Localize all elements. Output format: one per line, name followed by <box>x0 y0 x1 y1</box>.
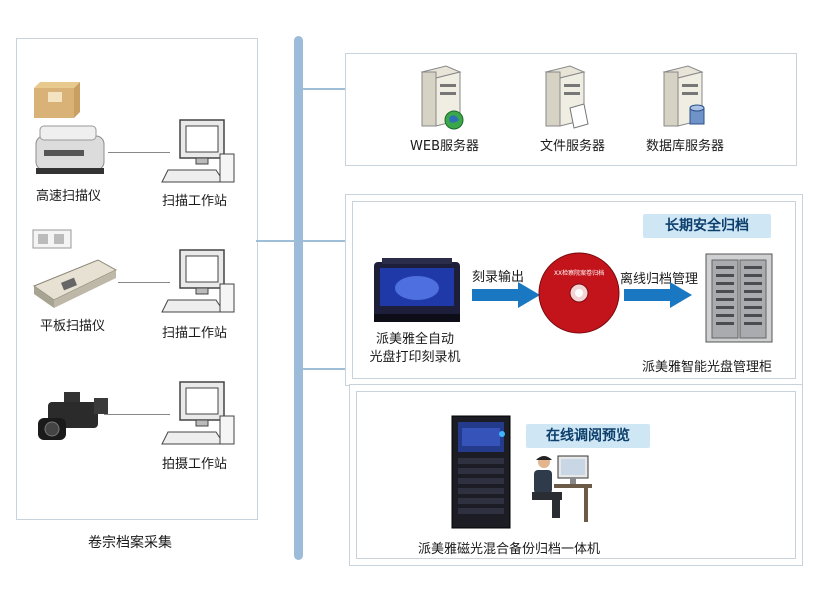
connector-line <box>104 414 170 415</box>
bus-link-capture <box>256 240 296 242</box>
archive-box-icon <box>34 82 80 118</box>
burner-label-line1: 派美雅全自动 <box>375 332 454 347</box>
backup-machine-label: 派美雅磁光混合备份归档一体机 <box>418 542 601 557</box>
workstation-icon <box>161 249 235 313</box>
film-strip-icon <box>32 229 72 249</box>
archive-disc-icon <box>538 252 620 334</box>
file-server-label: 文件服务器 <box>540 139 606 154</box>
web-server-icon <box>420 65 464 130</box>
online-preview-tag: 在线调阅预览 <box>526 424 650 448</box>
high-speed-scanner-icon <box>35 125 105 174</box>
long-term-archive-tag: 长期安全归档 <box>643 214 771 238</box>
file-server-icon <box>544 65 589 129</box>
burner-label-line2: 光盘打印刻录机 <box>369 350 461 365</box>
disc-printer-icon <box>374 258 460 322</box>
connector-line <box>108 152 170 153</box>
cabinet-label: 派美雅智能光盘管理柜 <box>642 360 773 375</box>
burn-output-label: 刻录输出 <box>472 270 525 285</box>
backup-machine-icon <box>451 415 511 529</box>
connector-line <box>118 282 170 283</box>
camera-station-label: 拍摄工作站 <box>162 457 228 472</box>
scan-station-label-2: 扫描工作站 <box>162 326 228 341</box>
offline-archive-label: 离线归档管理 <box>620 272 699 287</box>
database-server-label: 数据库服务器 <box>646 139 725 154</box>
disc-text: XX检察院案卷归档 <box>553 270 605 277</box>
operator-at-desk-icon <box>532 455 592 522</box>
bus-link-backup <box>303 368 349 370</box>
video-camera-icon <box>38 392 108 440</box>
capture-caption: 卷宗档案采集 <box>88 535 172 551</box>
workstation-icon <box>161 381 235 445</box>
scan-station-label-1: 扫描工作站 <box>162 194 228 209</box>
workstation-icon <box>161 119 235 183</box>
high-speed-scanner-label: 高速扫描仪 <box>36 189 102 204</box>
disc-cabinet-icon <box>705 253 773 343</box>
bus-link-archive <box>303 240 349 242</box>
flatbed-scanner-label: 平板扫描仪 <box>40 319 106 334</box>
network-bus <box>294 36 303 560</box>
offline-arrow-icon <box>624 282 692 308</box>
database-server-icon <box>662 65 705 127</box>
flatbed-scanner-icon <box>32 259 118 308</box>
bus-link-servers <box>303 88 345 90</box>
web-server-label: WEB服务器 <box>410 139 479 154</box>
burn-arrow-icon <box>472 282 540 308</box>
